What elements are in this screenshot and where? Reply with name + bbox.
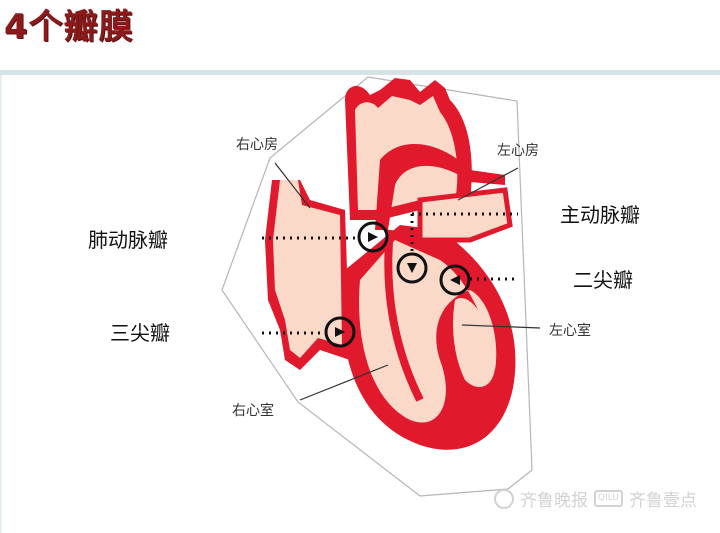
header-divider xyxy=(0,70,720,75)
label-mitral-valve: 二尖瓣 xyxy=(573,268,633,292)
label-right-atrium: 右心房 xyxy=(236,137,278,153)
pointer-left-ventricle xyxy=(461,324,541,329)
pulmonary-valve-marker xyxy=(357,221,389,253)
newspaper-logo-icon xyxy=(494,488,514,509)
aortic-valve-marker xyxy=(396,252,428,284)
watermark-source: 齐鲁晚报 xyxy=(520,491,588,511)
page-title: 4个瓣膜 xyxy=(4,7,134,47)
watermark-badge: QILU xyxy=(594,490,623,507)
tricuspid-valve-marker xyxy=(324,316,356,348)
mitral-valve-marker xyxy=(439,264,471,296)
watermark-app: 齐鲁壹点 xyxy=(628,491,697,511)
label-pulmonary-valve: 肺动脉瓣 xyxy=(88,228,168,252)
pointer-right-atrium xyxy=(274,162,311,209)
label-tricuspid-valve: 三尖瓣 xyxy=(110,321,170,345)
label-right-ventricle: 右心室 xyxy=(232,403,274,419)
label-left-atrium: 左心房 xyxy=(497,143,539,159)
label-left-ventricle: 左心室 xyxy=(549,323,591,339)
content-frame-edge xyxy=(0,75,2,533)
pointer-left-atrium xyxy=(457,167,519,201)
label-aortic-valve: 主动脉瓣 xyxy=(560,203,640,227)
watermark: 齐鲁晚报 QILU 齐鲁壹点 xyxy=(494,486,697,511)
heart-icon xyxy=(265,78,516,450)
pointer-right-ventricle xyxy=(299,364,389,401)
